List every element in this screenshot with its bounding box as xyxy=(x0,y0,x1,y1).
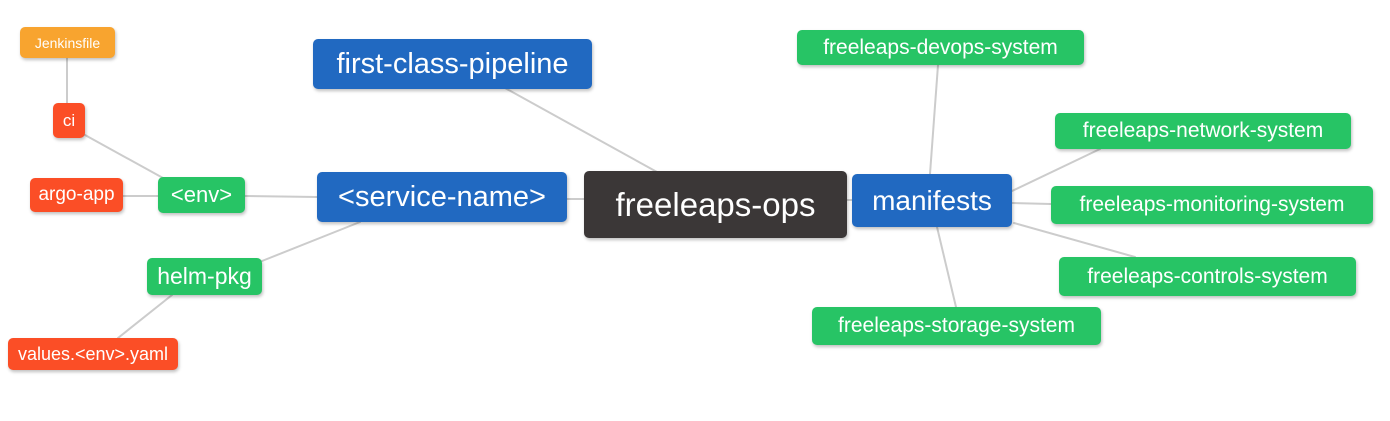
node-label: ci xyxy=(62,110,76,130)
node-label: freeleaps-monitoring-system xyxy=(1079,193,1345,216)
node-freeleaps-ops[interactable]: freeleaps-ops xyxy=(584,171,847,238)
node-ci[interactable]: ci xyxy=(53,103,85,138)
edge-env--service-name xyxy=(244,195,318,198)
node-label: freeleaps-ops xyxy=(615,185,816,223)
edge-first-class-pipeline--freeleaps-ops xyxy=(504,87,658,173)
node-freeleaps-storage-system[interactable]: freeleaps-storage-system xyxy=(812,307,1101,345)
node-freeleaps-monitoring-system[interactable]: freeleaps-monitoring-system xyxy=(1051,186,1373,224)
edge-manifests--freeleaps-monitoring-system xyxy=(1011,202,1052,205)
node-label: <service-name> xyxy=(338,180,546,213)
node-jenkinsfile[interactable]: Jenkinsfile xyxy=(20,27,115,58)
node-label: <env> xyxy=(170,182,233,207)
edge-manifests--freeleaps-network-system xyxy=(1011,148,1101,192)
edge-manifests--freeleaps-devops-system xyxy=(929,64,939,175)
node-manifests[interactable]: manifests xyxy=(852,174,1012,227)
node-label: freeleaps-storage-system xyxy=(838,314,1075,337)
node-label: helm-pkg xyxy=(157,263,252,289)
edge-ci--env xyxy=(84,134,164,179)
node-label: values.<env>.yaml xyxy=(17,343,169,364)
node-service-name[interactable]: <service-name> xyxy=(317,172,567,222)
node-label: argo-app xyxy=(38,184,115,205)
node-label: Jenkinsfile xyxy=(34,34,101,51)
node-values-env-yaml[interactable]: values.<env>.yaml xyxy=(8,338,178,370)
node-argo-app[interactable]: argo-app xyxy=(30,178,123,212)
node-freeleaps-controls-system[interactable]: freeleaps-controls-system xyxy=(1059,257,1356,296)
edge-manifests--freeleaps-storage-system xyxy=(936,226,957,308)
node-label: freeleaps-network-system xyxy=(1082,119,1324,142)
node-first-class-pipeline[interactable]: first-class-pipeline xyxy=(313,39,592,89)
node-label: first-class-pipeline xyxy=(336,47,569,80)
edge-helm-pkg--service-name xyxy=(261,221,361,262)
node-label: manifests xyxy=(872,184,992,216)
node-helm-pkg[interactable]: helm-pkg xyxy=(147,258,262,295)
node-freeleaps-devops-system[interactable]: freeleaps-devops-system xyxy=(797,30,1084,65)
edge-values-env-yaml--helm-pkg xyxy=(117,294,173,339)
node-label: freeleaps-controls-system xyxy=(1087,264,1328,288)
edge-manifests--freeleaps-controls-system xyxy=(1013,222,1136,258)
node-freeleaps-network-system[interactable]: freeleaps-network-system xyxy=(1055,113,1351,149)
node-label: freeleaps-devops-system xyxy=(823,35,1058,59)
node-env[interactable]: <env> xyxy=(158,177,245,213)
